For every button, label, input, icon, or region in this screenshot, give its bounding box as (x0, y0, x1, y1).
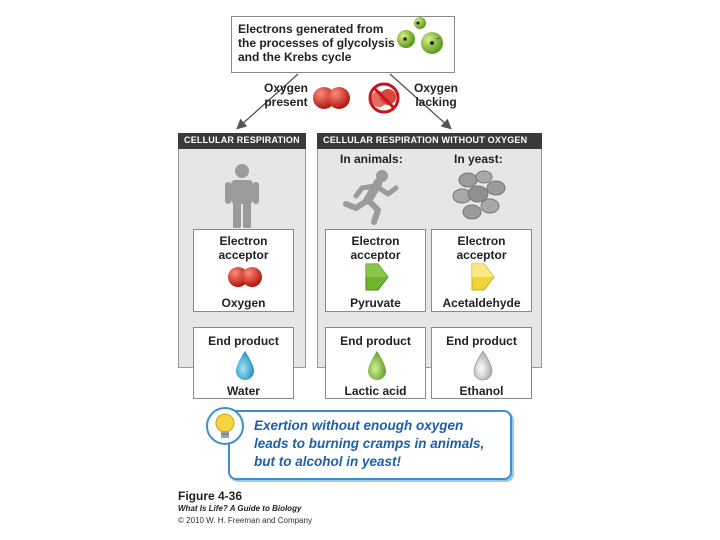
acceptor-box-respiration: Electron acceptor Oxygen (193, 229, 294, 312)
drop-icon (236, 351, 254, 380)
oxygen-lacking-label: Oxygen lacking (406, 81, 466, 109)
acceptor-oxygen-label: Oxygen (221, 296, 266, 310)
end-product-box-animals: End product Lactic acid (325, 327, 426, 399)
top-box-line-2: the processes of glycolysis (238, 36, 395, 50)
oxygen-present-line-1: Oxygen (263, 81, 308, 95)
end-product-lactic-label: Lactic acid (344, 384, 407, 398)
person-icon (225, 164, 259, 228)
callout-line-1: Exertion without enough oxygen (254, 418, 464, 433)
acceptor-label-line-2: acceptor (218, 248, 269, 262)
acceptor-box-yeast: Electron acceptor Acetaldehyde (431, 229, 532, 312)
acceptor-label-line-1: Electron (351, 234, 400, 248)
acceptor-label-line-1: Electron (457, 234, 506, 248)
acceptor-label-line-2: acceptor (456, 248, 507, 262)
top-box-line-3: and the Krebs cycle (238, 50, 352, 64)
drop-icon (473, 350, 493, 381)
acetaldehyde-arrow-icon (471, 263, 495, 291)
end-product-box-yeast: End product Ethanol (431, 327, 532, 399)
top-box: Electrons generated from the processes o… (231, 16, 455, 73)
lightbulb-icon (206, 407, 244, 445)
acceptor-label: Electron acceptor (194, 234, 293, 262)
yeast-cells-icon (452, 170, 506, 220)
oxygen-molecule-icon (313, 87, 350, 109)
acceptor-pyruvate-label: Pyruvate (350, 296, 401, 310)
runner-icon (343, 170, 399, 225)
oxygen-present-label: Oxygen present (256, 81, 316, 109)
callout-line-3: but to alcohol in yeast! (254, 454, 402, 469)
drop-icon (368, 351, 386, 380)
end-product-label: End product (340, 334, 411, 348)
animals-subhead: In animals: (340, 152, 403, 166)
oxygen-lacking-line-1: Oxygen (413, 81, 458, 95)
oxygen-present-line-2: present (264, 95, 308, 109)
acceptor-box-animals: Electron acceptor Pyruvate (325, 229, 426, 312)
respiration-header: CELLULAR RESPIRATION (178, 133, 306, 149)
no-oxygen-icon (368, 82, 400, 114)
book-title: What Is Life? A Guide to Biology (178, 504, 302, 513)
oxygen-molecule-icon (228, 267, 262, 287)
end-product-ethanol-label: Ethanol (459, 384, 504, 398)
acceptor-label-line-1: Electron (219, 234, 268, 248)
end-product-water-label: Water (227, 384, 260, 398)
copyright: © 2010 W. H. Freeman and Company (178, 516, 312, 525)
end-product-label: End product (446, 334, 517, 348)
svg-text:–: – (436, 35, 440, 42)
top-box-text: Electrons generated from the processes o… (238, 22, 395, 64)
end-product-box-respiration: End product Water (193, 327, 294, 399)
no-oxygen-header: CELLULAR RESPIRATION WITHOUT OXYGEN (317, 133, 542, 149)
callout-text: Exertion without enough oxygen leads to … (254, 417, 484, 471)
acceptor-acetaldehyde-label: Acetaldehyde (442, 296, 521, 310)
acceptor-label: Electron acceptor (432, 234, 531, 262)
acceptor-label-line-2: acceptor (350, 248, 401, 262)
pyruvate-arrow-icon (365, 263, 389, 291)
end-product-label: End product (208, 334, 279, 348)
callout-box: Exertion without enough oxygen leads to … (228, 410, 512, 480)
electron-icon: – (397, 17, 443, 54)
acceptor-label: Electron acceptor (326, 234, 425, 262)
yeast-subhead: In yeast: (454, 152, 503, 166)
callout-line-2: leads to burning cramps in animals, (254, 436, 485, 451)
oxygen-lacking-line-2: lacking (415, 95, 457, 109)
top-box-line-1: Electrons generated from (238, 22, 384, 36)
figure-number: Figure 4-36 (178, 489, 243, 503)
